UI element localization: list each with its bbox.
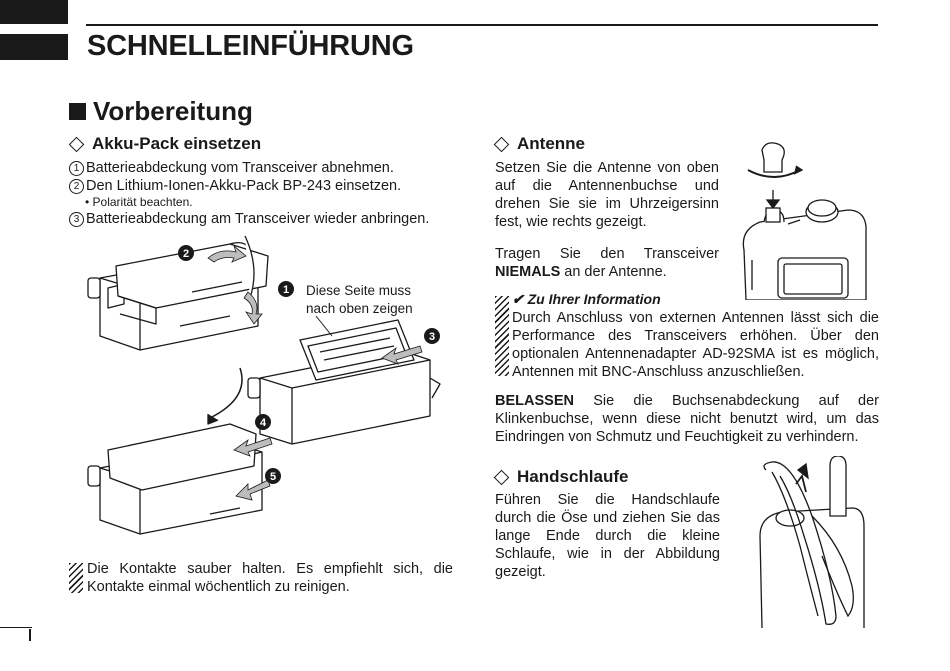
battery-install-illustration [87,235,441,535]
info-title-text: Zu Ihrer Information [527,291,661,307]
antenne-heading-text: Antenne [517,134,585,153]
step-text: Den Lithium-Ionen-Akku-Pack BP-243 einse… [86,178,402,194]
marker-1-label: 1 [283,284,289,296]
figure-callout: Diese Seite muss nach oben zeigen [306,282,413,318]
section-title: Vorbereitung [69,96,253,127]
akku-note: Die Kontakte sauber halten. Es empfiehlt… [87,561,453,595]
warning-bold: NIEMALS [495,264,561,280]
handschlaufe-heading-text: Handschlaufe [517,467,629,486]
section-tab-block [0,34,68,60]
transceiver-drawing-1 [87,235,269,351]
belassen-bold: BELASSEN [495,393,574,409]
handschlaufe-heading: Handschlaufe [492,467,628,487]
marker-5-label: 5 [270,471,276,483]
belassen-text: BELASSEN Sie die Buchsenabdeckung auf de… [495,392,879,446]
marker-3: 3 [424,328,440,349]
diamond-icon [493,136,510,152]
marker-5: 5 [265,468,281,489]
callout-line-2: nach oben zeigen [306,301,413,316]
info-title: ✔ Zu Ihrer Information [512,291,661,308]
transceiver-drawing-2 [247,319,441,445]
step-text: Batterieabdeckung am Transceiver wieder … [86,211,430,227]
marker-4: 4 [255,414,271,435]
diamond-icon [493,469,510,485]
belassen-body: Sie die Buchsenabdeckung auf der Klinken… [495,393,879,445]
akku-bullet: • Polarität beachten. [85,195,193,209]
page-title: SCHNELLEINFÜHRUNG [87,30,414,62]
page-number-mark [29,629,31,641]
note-hatch-icon [69,563,83,593]
diamond-icon [68,136,85,152]
antenne-heading: Antenne [492,134,585,154]
antenne-text: Setzen Sie die Antenne von oben auf die … [495,160,719,230]
akku-heading: Akku-Pack einsetzen [67,134,261,154]
marker-1: 1 [278,281,294,302]
info-text: Durch Anschluss von externen Antennen lä… [512,310,879,380]
hand-strap-illustration [759,456,865,628]
akku-heading-text: Akku-Pack einsetzen [92,134,262,153]
footer-rule [0,627,32,628]
antenna-illustration [742,142,867,300]
warning-post: an der Antenne. [560,264,667,280]
step-number: 1 [69,161,84,176]
header-tab-block [0,0,68,24]
header-rule [86,24,878,26]
warning-pre: Tragen Sie den Transceiver [495,246,719,262]
marker-2: 2 [178,245,194,266]
transceiver-drawing-3 [87,423,263,535]
marker-4-label: 4 [260,417,267,429]
step-number: 2 [69,179,84,194]
marker-3-label: 3 [429,331,435,343]
handschlaufe-text: Führen Sie die Handschlaufe durch die Ös… [495,492,720,580]
square-bullet-icon [69,103,86,120]
marker-2-label: 2 [183,248,189,260]
info-hatch-icon [495,296,509,376]
antenne-warning: Tragen Sie den Transceiver NIEMALS an de… [495,245,719,281]
section-title-text: Vorbereitung [93,96,253,126]
step-text: Batterieabdeckung vom Transceiver abnehm… [86,160,394,176]
check-icon: ✔ [512,291,524,307]
callout-line-1: Diese Seite muss [306,283,412,298]
step-number: 3 [69,212,84,227]
